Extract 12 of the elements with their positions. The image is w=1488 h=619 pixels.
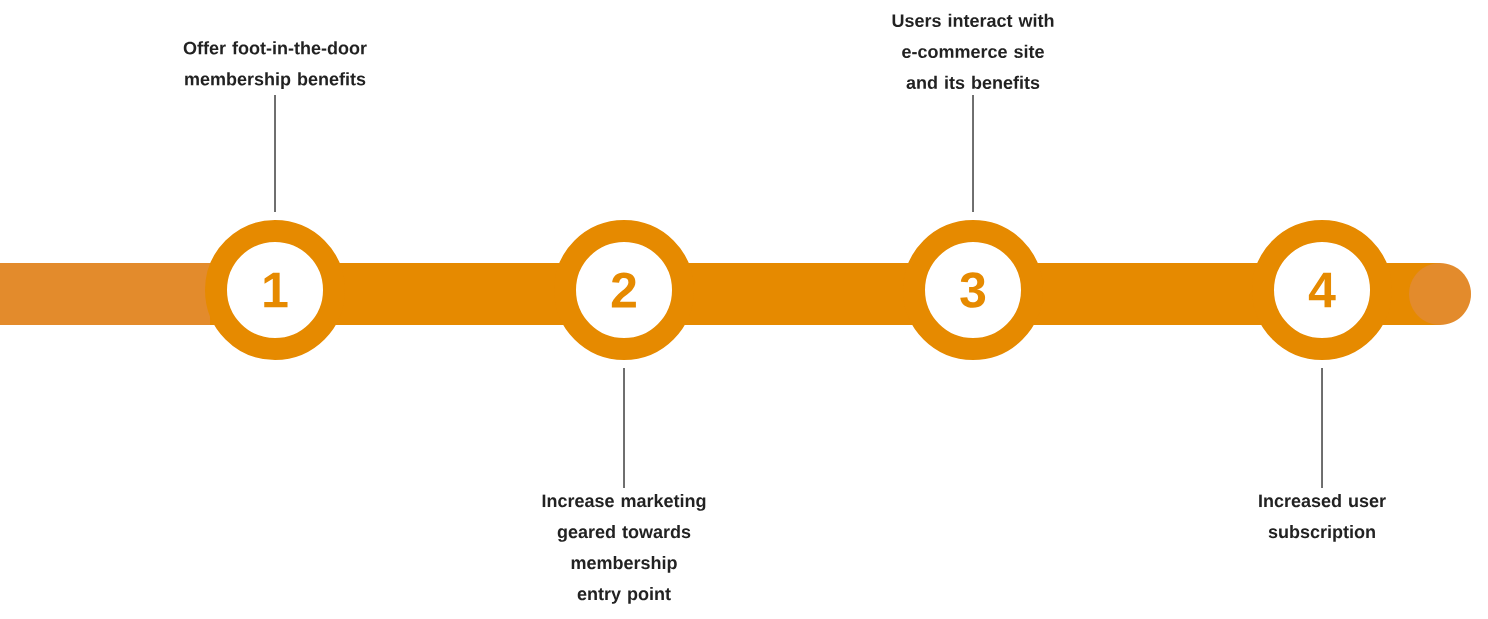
leader-line <box>623 367 625 489</box>
node-label: 1 <box>264 272 288 308</box>
node-label: 2 <box>611 272 636 308</box>
step-text: Increase marketing geared towards membership entry point <box>542 494 706 604</box>
step-text: Increased user subscription <box>1259 494 1386 542</box>
leader-line <box>972 94 974 213</box>
step-text: Offer foot-in-the-door membership benefits <box>183 41 367 89</box>
step-text: Users interact with e-commerce site and its benefits <box>892 13 1054 89</box>
leader-line <box>274 94 276 213</box>
leader-line <box>1321 367 1323 489</box>
node-label: 3 <box>960 272 986 308</box>
node-label: 4 <box>1308 272 1336 308</box>
